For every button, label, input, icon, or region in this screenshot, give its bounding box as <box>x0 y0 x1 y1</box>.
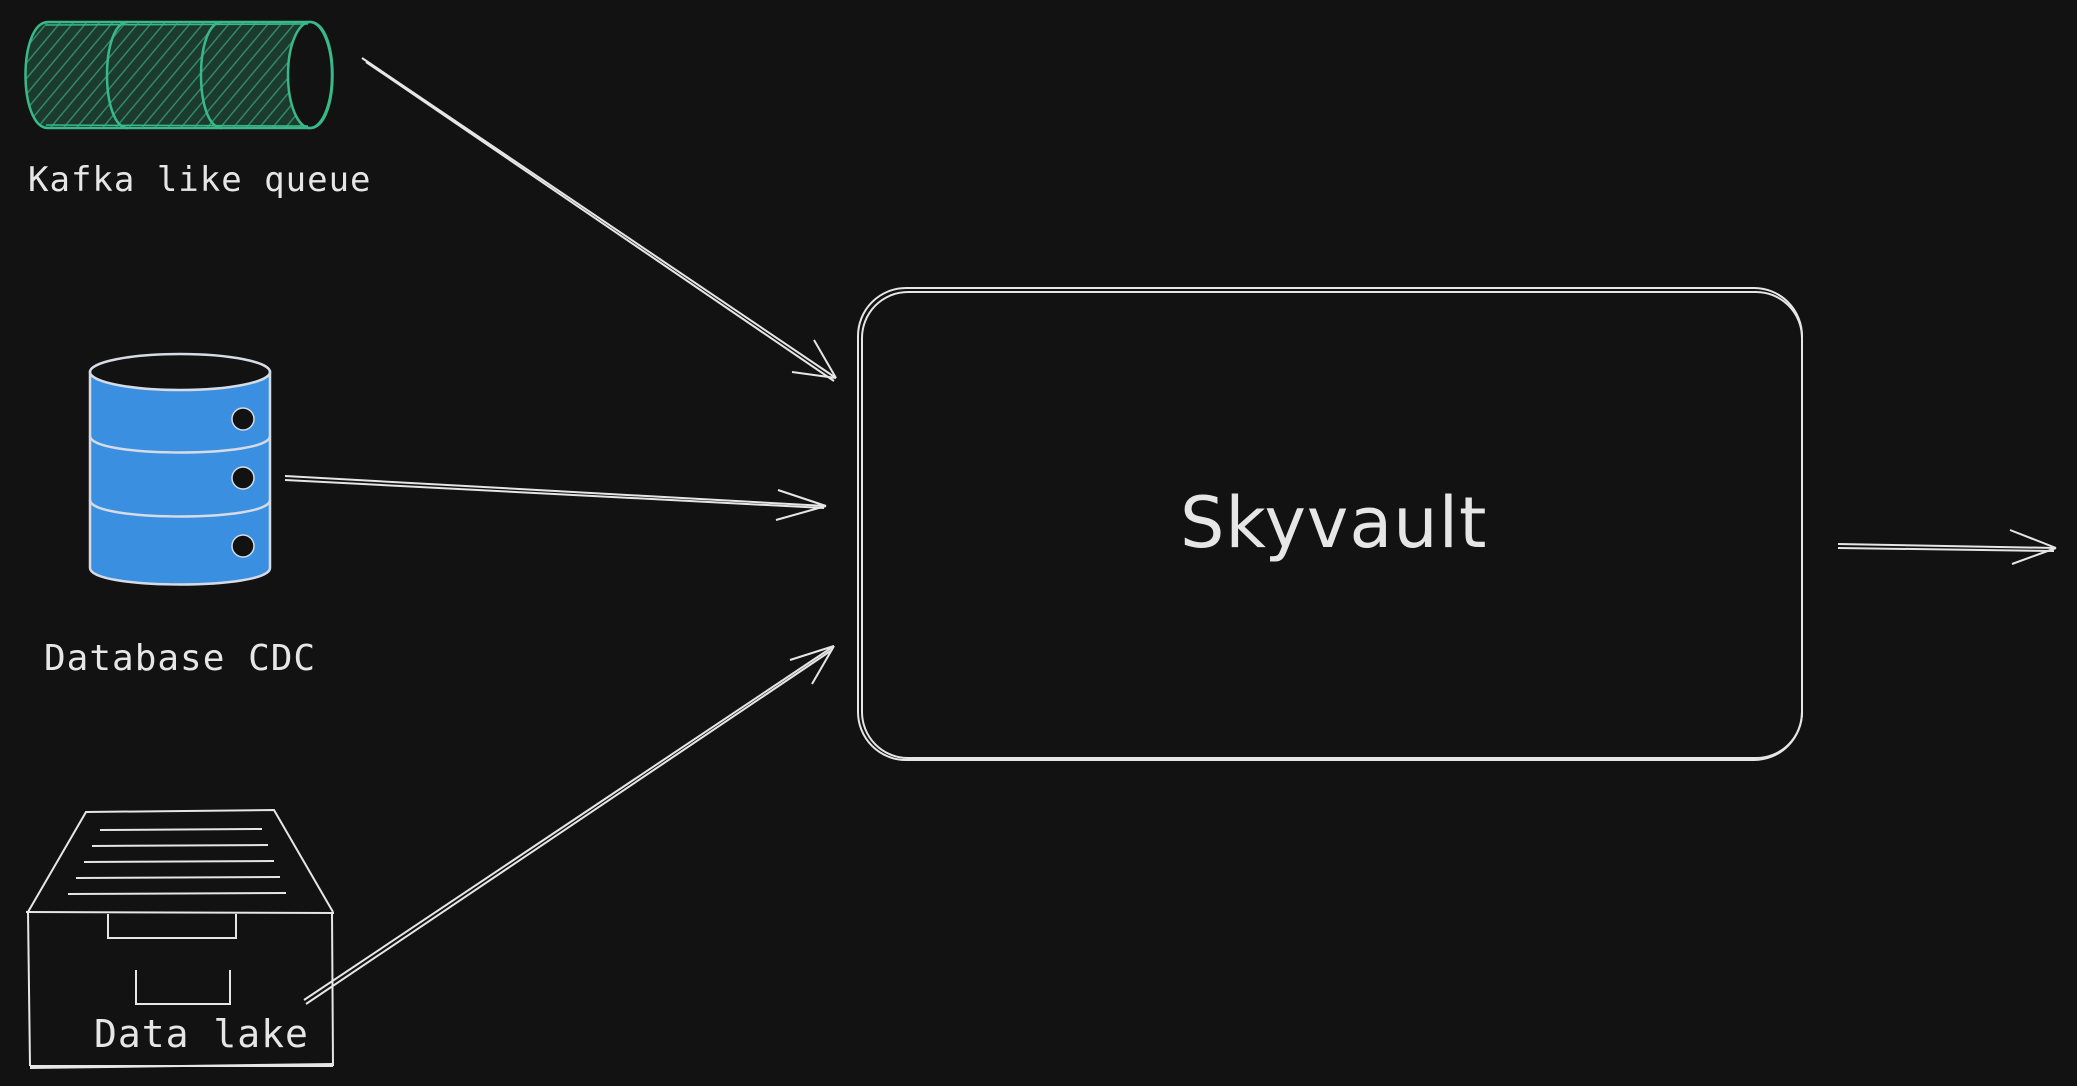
skyvault-box <box>857 287 1803 761</box>
kafka-queue-icon <box>24 20 334 130</box>
arrow-database-to-skyvault <box>284 475 827 521</box>
skyvault-label: Skyvault <box>1180 482 1488 564</box>
data-lake-label: Data lake <box>94 1012 309 1056</box>
arrow-kafka-to-skyvault <box>361 57 837 382</box>
database-icon <box>88 352 272 586</box>
arrow-skyvault-output <box>1837 529 2057 565</box>
data-lake-icon <box>25 808 335 1069</box>
kafka-label: Kafka like queue <box>28 160 372 200</box>
database-label: Database CDC <box>44 638 317 679</box>
arrow-datalake-to-skyvault <box>303 645 835 1005</box>
